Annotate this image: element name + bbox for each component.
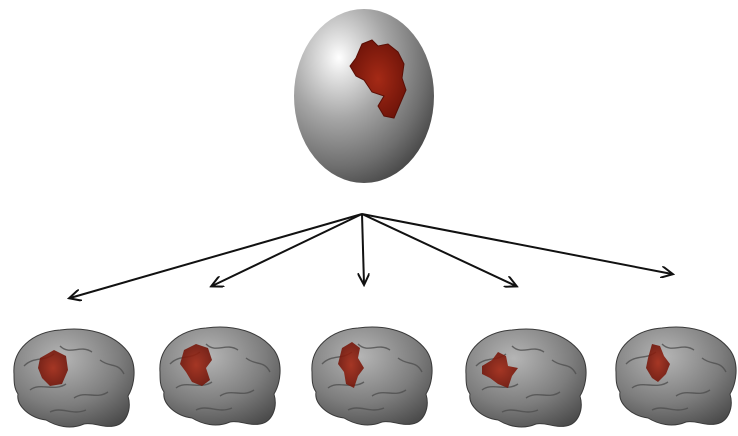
arrow-4 bbox=[362, 214, 516, 286]
brain-4 bbox=[466, 329, 586, 427]
source-sphere bbox=[294, 9, 434, 183]
arrow-5 bbox=[362, 214, 672, 274]
brain-2 bbox=[160, 327, 280, 425]
brain-1 bbox=[14, 329, 134, 427]
arrow-3 bbox=[362, 214, 364, 284]
arrows bbox=[70, 214, 672, 298]
brain-5 bbox=[616, 327, 736, 425]
brain-3 bbox=[312, 327, 432, 425]
arrow-1 bbox=[70, 214, 362, 298]
